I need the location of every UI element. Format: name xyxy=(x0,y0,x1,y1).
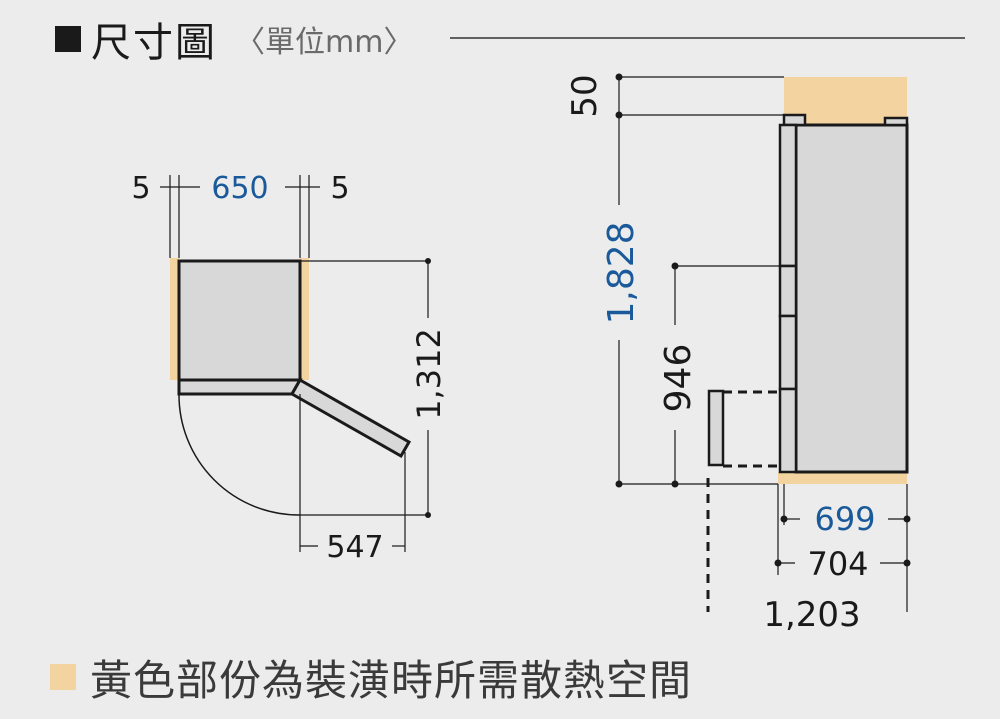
right-clearance-strip xyxy=(300,258,309,380)
top-view: 5 650 5 1,312 547 xyxy=(131,171,448,565)
unit-label: 〈單位mm〉 xyxy=(235,25,414,60)
header: 尺寸圖 〈單位mm〉 xyxy=(55,14,414,66)
width-left-clearance: 5 xyxy=(131,171,150,206)
depth-door-label: 704 xyxy=(807,545,868,583)
depth-body-label: 699 xyxy=(814,500,875,538)
dot-699-left xyxy=(780,515,788,523)
fridge-body-side xyxy=(794,123,909,474)
dot-body-top xyxy=(615,111,623,119)
top-clearance-label: 50 xyxy=(565,74,605,117)
dot-699-right xyxy=(903,515,911,523)
open-drawer xyxy=(707,389,725,467)
bottom-clearance-block xyxy=(778,472,907,484)
width-value: 650 xyxy=(211,171,268,206)
depth-dot-bottom xyxy=(425,512,431,518)
door-panel-4 xyxy=(778,387,798,474)
side-view: 50 1,828 946 699 704 1,203 xyxy=(565,73,911,635)
legend-text: 黃色部份為裝潢時所需散熱空間 xyxy=(90,655,693,705)
door-swing-width: 547 xyxy=(326,530,383,565)
door-panel-1 xyxy=(778,123,798,268)
black-square-icon xyxy=(55,26,81,52)
left-clearance-strip xyxy=(170,258,179,380)
height-label: 1,828 xyxy=(601,221,642,324)
door-panel-2 xyxy=(778,264,798,318)
yellow-square-icon xyxy=(50,664,76,690)
dot-handle-top xyxy=(671,262,679,270)
handle-height-label: 946 xyxy=(658,344,699,413)
dot-704-left xyxy=(774,559,782,567)
dot-704-right xyxy=(903,559,911,567)
depth-dot-top xyxy=(425,258,431,264)
top-hinge-back xyxy=(883,116,909,127)
legend: 黃色部份為裝潢時所需散熱空間 xyxy=(50,650,692,705)
top-hinge-front xyxy=(782,113,807,127)
width-right-clearance: 5 xyxy=(330,171,349,206)
depth-open-label: 1,203 xyxy=(763,595,860,635)
dot-top-clearance xyxy=(615,73,623,81)
door-swing-arc xyxy=(178,393,301,516)
door-open-depth: 1,312 xyxy=(410,328,448,420)
door-panel-3 xyxy=(778,314,798,391)
dot-bottom xyxy=(615,480,623,488)
closed-door xyxy=(177,378,303,396)
page-title: 尺寸圖 xyxy=(91,20,217,66)
fridge-body-top xyxy=(177,259,302,382)
open-door xyxy=(289,377,412,459)
dot-handle-bottom xyxy=(671,480,679,488)
